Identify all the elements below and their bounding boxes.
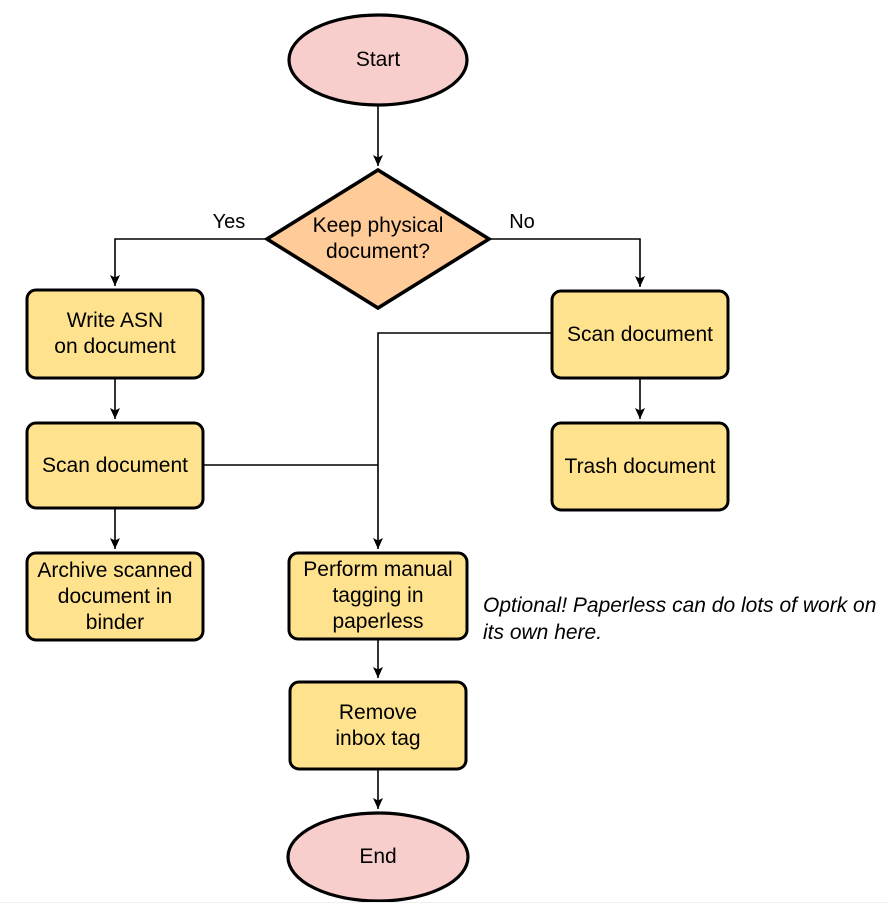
trash-shape [550, 421, 730, 512]
start-label: Start [355, 48, 401, 71]
decision-diamond-shape [263, 167, 493, 311]
scan-left-shape [25, 421, 205, 510]
start-terminator-shape [287, 13, 469, 107]
tagging-shape [287, 551, 469, 641]
page-bottom-border [0, 902, 888, 903]
edge-scan-right-to-tagging [373, 332, 552, 549]
scan-right-shape [550, 289, 730, 380]
scan-right-label: Scan document [567, 322, 713, 346]
end-label: End [359, 845, 397, 868]
edge-label-no: No [494, 210, 550, 234]
write-asn-label: Write ASN on document [54, 309, 176, 358]
edge-decision-no-to-scan-right [489, 238, 645, 287]
edge-decision-yes-to-write-asn [110, 238, 267, 286]
remove-inbox-label: Remove inbox tag [335, 700, 421, 750]
trash-label: Trash document [564, 454, 716, 478]
archive-shape [25, 551, 205, 642]
write-asn-shape [25, 288, 205, 380]
archive-label: Archive scanned document in binder [37, 558, 193, 634]
tagging-label: Perform manual tagging in paperless [303, 558, 453, 633]
edge-label-yes: Yes [199, 210, 259, 234]
note-text: Optional! Paperless can do lots of work … [483, 594, 877, 644]
remove-inbox-shape [288, 680, 468, 771]
scan-left-label: Scan document [42, 453, 188, 477]
decision-label: Keep physical document? [312, 214, 444, 263]
end-terminator-shape [286, 811, 470, 903]
